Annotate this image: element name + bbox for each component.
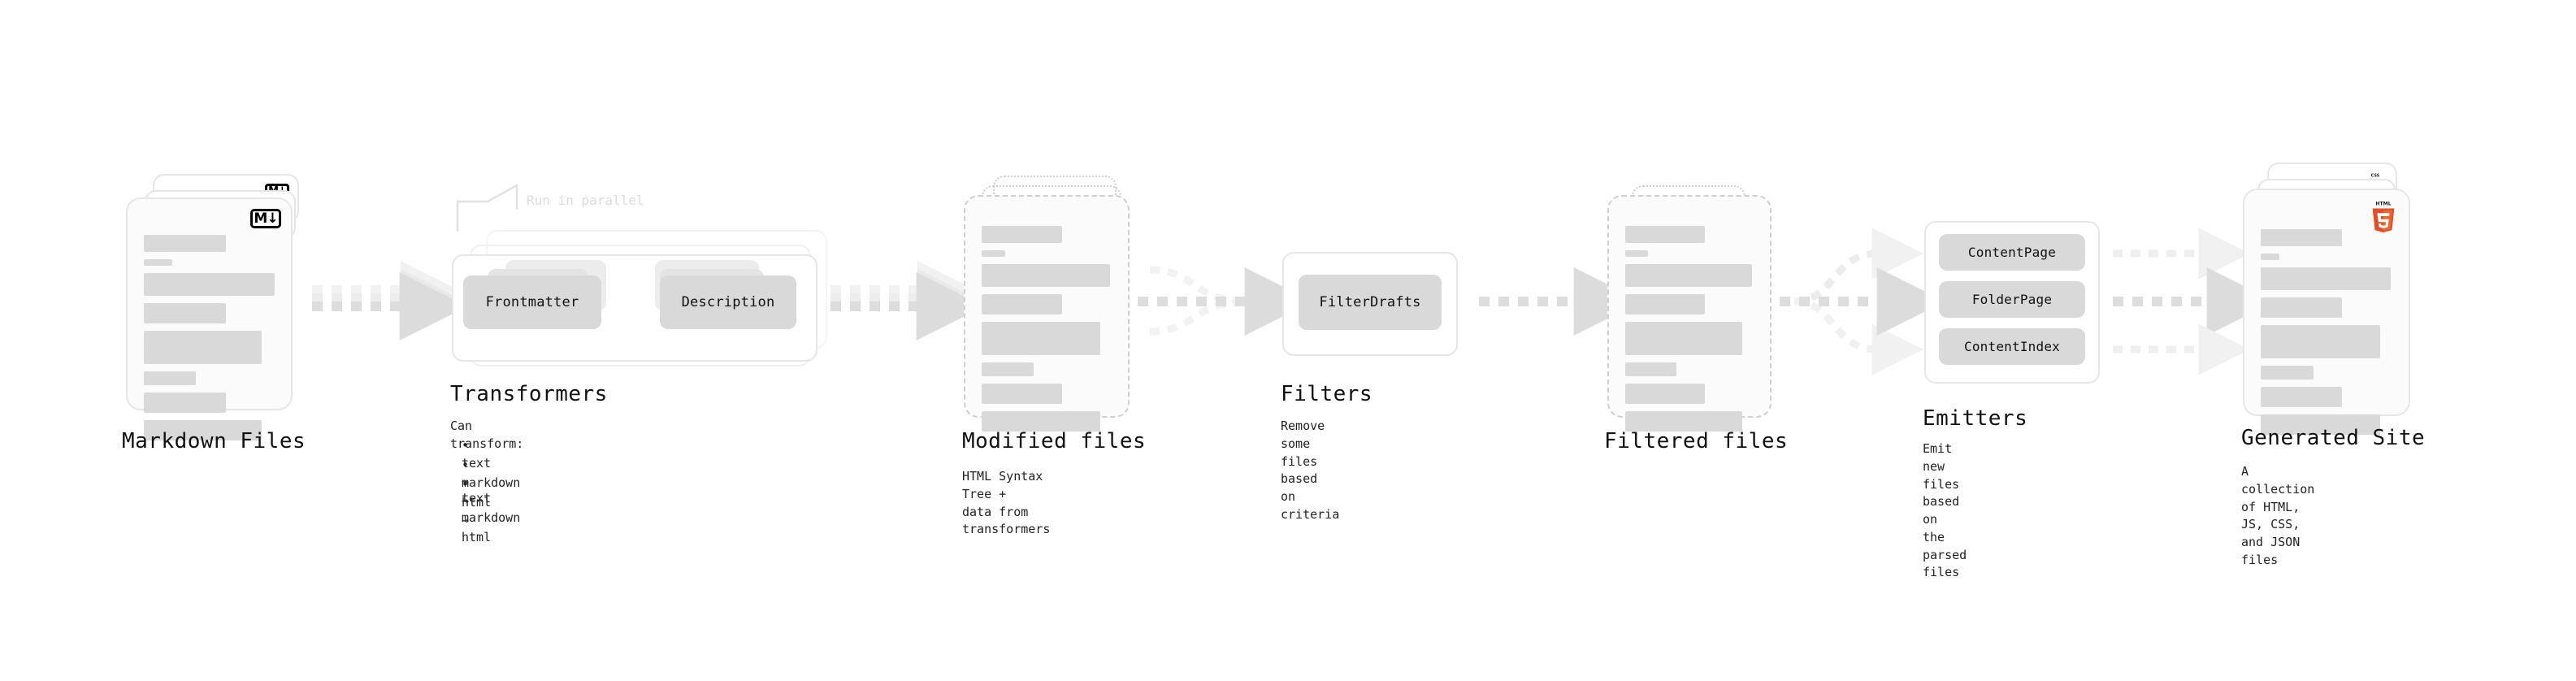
arrow-modified-to-filters bbox=[1138, 266, 1313, 336]
placeholder-bar bbox=[2261, 254, 2279, 260]
placeholder-bar bbox=[982, 411, 1100, 432]
arrow-markdown-to-transformers bbox=[312, 261, 468, 340]
placeholder-bar bbox=[2261, 414, 2381, 435]
placeholder-bar bbox=[2261, 366, 2314, 380]
markdown-card-front[interactable]: M↓ bbox=[126, 197, 293, 440]
placeholder-bar bbox=[2261, 297, 2343, 318]
css3-logo-text: CSS bbox=[2371, 174, 2380, 179]
placeholder-bar bbox=[1625, 411, 1742, 432]
description-chip[interactable]: Description bbox=[660, 275, 796, 329]
run-in-parallel-label: Run in parallel bbox=[527, 193, 644, 208]
placeholder-bar bbox=[982, 226, 1063, 243]
filtered-card-placeholder-lines bbox=[1625, 226, 1754, 439]
filters-title: Filters bbox=[1281, 382, 1373, 406]
arrow-transformers-to-modified bbox=[830, 261, 985, 340]
generated-card-front[interactable]: HTML bbox=[2243, 189, 2410, 435]
contentindex-chip[interactable]: ContentIndex bbox=[1939, 328, 2085, 365]
placeholder-bar bbox=[982, 322, 1100, 355]
placeholder-bar bbox=[2261, 267, 2392, 290]
markdown-logo-arrow: ↓ bbox=[267, 210, 278, 227]
placeholder-bar bbox=[144, 420, 262, 440]
run-in-parallel-leader bbox=[456, 183, 518, 232]
placeholder-bar bbox=[2261, 229, 2343, 246]
modified-files-title: Modified files bbox=[962, 429, 1147, 453]
contentpage-chip[interactable]: ContentPage bbox=[1939, 234, 2085, 271]
generated-site-title: Generated Site bbox=[2241, 426, 2426, 450]
placeholder-bar bbox=[1625, 250, 1649, 257]
markdown-logo: M↓ bbox=[250, 209, 281, 228]
placeholder-bar bbox=[982, 294, 1063, 314]
generated-card-placeholder-lines bbox=[2261, 229, 2392, 442]
arrow-filtered-to-emitters bbox=[1780, 228, 1945, 375]
folderpage-chip[interactable]: FolderPage bbox=[1939, 281, 2085, 318]
transformers-subtitle-intro: Can transform: bbox=[450, 419, 524, 451]
generated-site-subtitle: A collection of HTML, JS, CSS, and JSON … bbox=[2241, 464, 2315, 567]
placeholder-bar bbox=[1625, 362, 1677, 376]
arrow-emitters-to-generated bbox=[2113, 228, 2275, 375]
placeholder-bar bbox=[144, 393, 227, 413]
markdown-logo-text: M bbox=[254, 210, 267, 227]
placeholder-bar bbox=[1625, 264, 1753, 287]
filtered-card-front[interactable] bbox=[1607, 195, 1772, 432]
placeholder-bar bbox=[982, 384, 1063, 404]
modified-files-subtitle: HTML Syntax Tree + data from transformer… bbox=[962, 469, 1051, 537]
placeholder-bar bbox=[1625, 294, 1705, 314]
placeholder-bar bbox=[982, 264, 1111, 287]
filtered-files-title: Filtered files bbox=[1604, 429, 1789, 453]
placeholder-bar bbox=[1625, 322, 1742, 355]
placeholder-bar bbox=[1625, 384, 1705, 404]
placeholder-bar bbox=[144, 371, 197, 385]
emitters-title: Emitters bbox=[1923, 406, 2028, 431]
placeholder-bar bbox=[982, 362, 1034, 376]
placeholder-bar bbox=[144, 331, 262, 364]
html5-logo: HTML bbox=[2372, 202, 2395, 232]
filterdrafts-chip[interactable]: FilterDrafts bbox=[1299, 275, 1442, 330]
transformers-title: Transformers bbox=[450, 382, 608, 406]
placeholder-bar bbox=[144, 273, 275, 296]
markdown-files-title: Markdown Files bbox=[122, 429, 306, 453]
transformers-bullet-0: • text → text bbox=[462, 438, 492, 506]
filters-subtitle: Remove some files based on criteria bbox=[1281, 419, 1340, 522]
placeholder-bar bbox=[2261, 325, 2381, 358]
frontmatter-chip[interactable]: Frontmatter bbox=[463, 275, 601, 329]
modified-card-front[interactable] bbox=[964, 195, 1130, 432]
placeholder-bar bbox=[1625, 226, 1705, 243]
emitters-subtitle: Emit new files based on the parsed files bbox=[1923, 441, 1967, 580]
placeholder-bar bbox=[982, 250, 1005, 257]
html5-logo-label: HTML bbox=[2375, 202, 2391, 207]
markdown-card-placeholder-lines bbox=[144, 235, 275, 448]
transformers-bullet-1: • markdown → markdown bbox=[462, 458, 521, 526]
transformers-bullet-2: • html → html bbox=[462, 477, 492, 545]
placeholder-bar bbox=[144, 303, 227, 323]
placeholder-bar bbox=[144, 235, 227, 252]
placeholder-bar bbox=[144, 259, 173, 266]
modified-card-placeholder-lines bbox=[982, 226, 1112, 439]
placeholder-bar bbox=[2261, 387, 2343, 407]
